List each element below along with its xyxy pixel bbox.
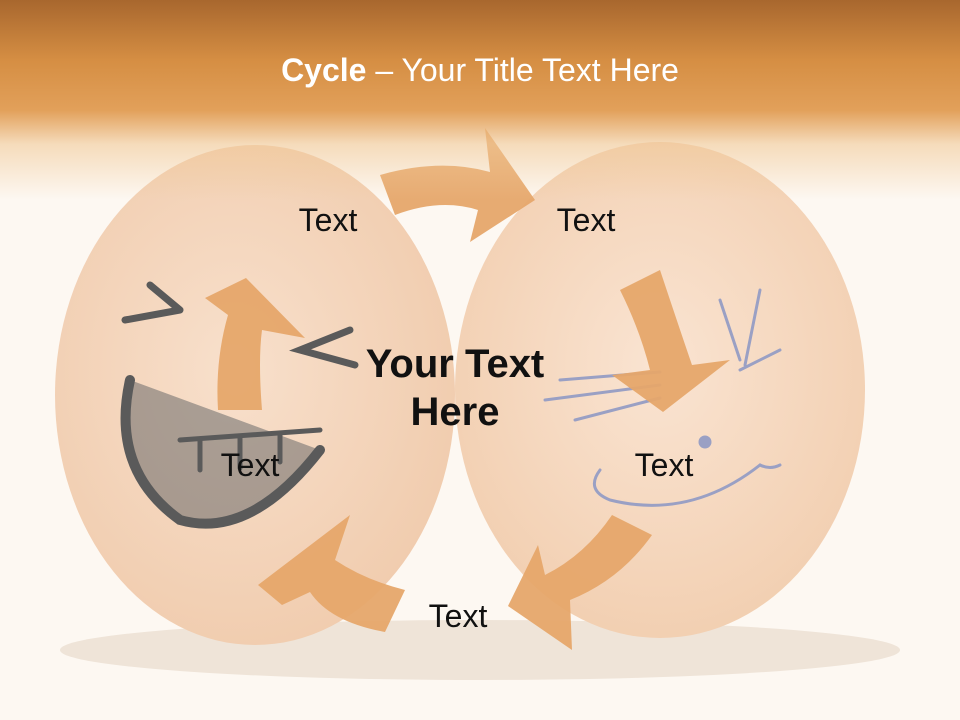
cycle-label-bottom: Text	[428, 598, 488, 634]
cycle-label-top-left: Text	[298, 202, 358, 238]
smiling-cat-face-icon	[543, 288, 782, 507]
center-text: Your Text Here	[330, 340, 580, 436]
title-rest: – Your Title Text Here	[366, 52, 679, 88]
center-text-line1: Your Text	[365, 342, 545, 386]
cycle-label-top-right: Text	[556, 202, 616, 238]
slide-title: Cycle – Your Title Text Here	[0, 52, 960, 89]
title-bold: Cycle	[281, 52, 367, 88]
arrow-right	[612, 270, 730, 412]
arrow-bottom-right	[508, 515, 652, 650]
cycle-arrows	[205, 128, 730, 650]
center-text-line2: Here	[410, 390, 500, 434]
cycle-label-left: Text	[220, 447, 280, 483]
laughing-face-icon	[120, 281, 359, 529]
arrow-left	[205, 278, 305, 410]
title-banner	[0, 0, 960, 200]
arrow-bottom-left	[258, 515, 405, 632]
cycle-label-right: Text	[634, 447, 694, 483]
